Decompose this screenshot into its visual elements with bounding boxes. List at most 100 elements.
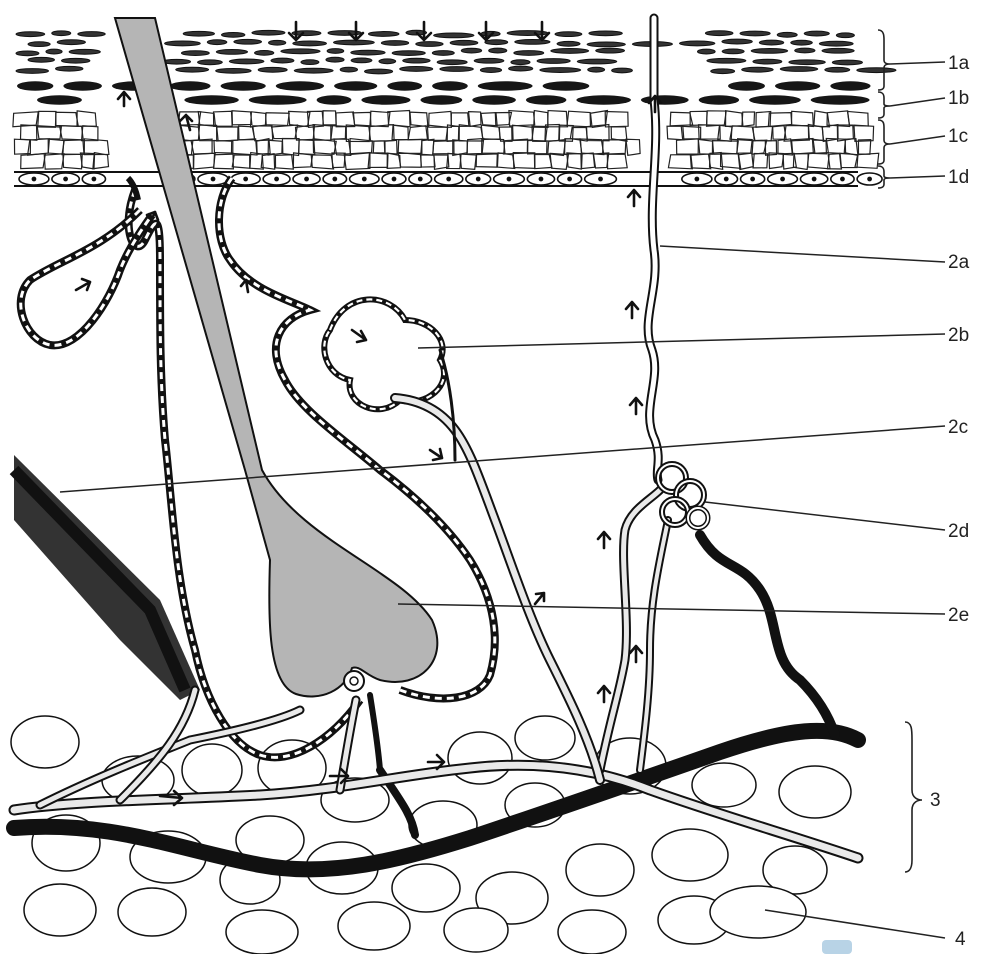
spinous-cell	[275, 155, 293, 169]
stratum-cell	[540, 68, 581, 73]
label-2a: 2a	[948, 252, 970, 273]
stratum-cell	[28, 42, 50, 47]
spinous-cell	[373, 141, 385, 153]
stratum-cell	[740, 31, 770, 36]
label-1b: 1b	[948, 88, 969, 109]
granular-cell	[699, 95, 739, 105]
spinous-cell	[368, 153, 388, 168]
spinous-cell	[433, 141, 454, 154]
spinous-cell	[272, 125, 298, 139]
basal-nucleus	[447, 177, 450, 180]
basal-nucleus	[392, 177, 395, 180]
spinous-cell	[388, 111, 410, 127]
spinous-cell	[385, 140, 397, 154]
stratum-cell	[480, 68, 501, 73]
granular-cell	[387, 81, 422, 91]
stratum-cell	[28, 57, 54, 62]
stratum-cell	[326, 57, 344, 62]
stratum-cell	[271, 58, 294, 63]
spinous-cell	[311, 155, 333, 169]
stratum-cell	[587, 42, 625, 47]
spinous-cell	[509, 111, 535, 126]
spinous-cell	[742, 112, 755, 127]
stratum-cell	[16, 69, 49, 74]
spinous-cell	[726, 111, 743, 127]
spinous-cell	[677, 139, 699, 154]
stratum-cell	[181, 51, 209, 56]
spinous-cell	[232, 155, 249, 168]
spinous-cell	[858, 140, 870, 155]
basal-nucleus	[695, 177, 698, 180]
spinous-cell	[848, 111, 869, 126]
granular-cell	[811, 95, 870, 105]
label-2c: 2c	[948, 417, 968, 438]
labels: 1a 1b 1c 1d 2a 2b 2c 2d 2e 3 4	[930, 53, 970, 950]
granular-cell	[775, 81, 820, 91]
nerve-fibers	[14, 18, 858, 858]
spinous-cell	[56, 112, 79, 126]
spinous-cell	[792, 111, 814, 126]
label-3: 3	[930, 790, 941, 811]
stratum-cell	[777, 32, 797, 37]
stratum-cell	[612, 68, 633, 73]
stratum-cell	[789, 60, 825, 65]
spinous-cell	[513, 153, 535, 169]
label-4: 4	[955, 929, 966, 950]
granular-cell	[749, 95, 801, 105]
stratum-cell	[381, 41, 408, 46]
granular-cell	[170, 81, 211, 91]
spinous-cell	[698, 139, 712, 154]
spinous-cell	[713, 141, 739, 155]
spinous-cell	[844, 139, 858, 156]
stratum-cell	[440, 67, 474, 72]
stratum-cell	[69, 49, 100, 54]
stratum-cell	[722, 39, 752, 44]
stratum-cell	[551, 49, 589, 54]
spinous-cell	[481, 125, 500, 139]
spinous-cell	[239, 126, 255, 140]
spinous-cell	[77, 111, 96, 126]
granular-cell	[317, 95, 352, 105]
spinous-cell	[21, 154, 46, 169]
spinous-cell	[497, 153, 514, 169]
stratum-cell	[293, 41, 327, 46]
spinous-cell	[481, 113, 497, 126]
stratum-cell	[432, 51, 454, 56]
stratum-cell	[351, 58, 372, 63]
stratum-cell	[461, 48, 481, 53]
spinous-cell	[611, 127, 627, 142]
stratum-cell	[857, 68, 896, 73]
stratum-cell	[56, 66, 83, 71]
basal-nucleus	[211, 177, 214, 180]
stratum-cell	[368, 32, 399, 37]
spinous-cell	[265, 113, 289, 126]
stratum-cell	[742, 67, 774, 72]
label-2e: 2e	[948, 605, 969, 626]
spinous-cell	[62, 140, 84, 155]
stratum-cell	[722, 49, 744, 54]
stratum-cell	[511, 60, 530, 65]
spinous-cell	[854, 125, 874, 141]
stratum-cell	[697, 49, 715, 54]
granular-cell	[17, 81, 53, 91]
basal-nucleus	[599, 177, 602, 180]
stratum-cell	[753, 59, 782, 64]
basal-nucleus	[419, 177, 422, 180]
stratum-cell	[229, 59, 264, 64]
spinous-cell	[299, 140, 315, 155]
stratum-cell	[258, 67, 287, 72]
spinous-cell	[582, 153, 595, 169]
spinous-cell	[60, 126, 84, 140]
granular-cell	[830, 81, 870, 91]
spinous-cell	[21, 125, 37, 140]
spinous-cell	[513, 125, 534, 140]
basal-nucleus	[568, 177, 571, 180]
granular-cell	[184, 95, 238, 105]
spinous-cell	[232, 111, 252, 125]
granular-cell	[478, 81, 533, 91]
granular-cell	[221, 81, 266, 91]
spinous-cell	[690, 154, 710, 169]
granular-cell	[576, 95, 631, 105]
basal-nucleus	[244, 177, 247, 180]
